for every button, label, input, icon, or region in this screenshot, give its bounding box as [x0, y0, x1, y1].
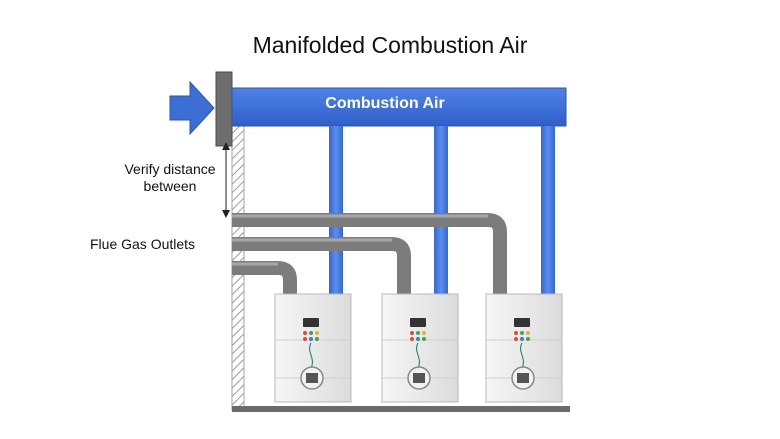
- flue-pipe-2: [232, 237, 411, 296]
- verify-distance-label: Verify distance between: [120, 161, 220, 195]
- water-heater-unit-1: [274, 293, 352, 403]
- page-title: Manifolded Combustion Air: [252, 32, 528, 58]
- verify-distance-line-1: Verify distance: [124, 161, 216, 177]
- control-display: [514, 318, 530, 327]
- control-display: [303, 318, 319, 327]
- floor: [232, 406, 570, 412]
- combustion-air-label: Combustion Air: [325, 95, 445, 112]
- air-drop-pipe-2: [434, 126, 448, 298]
- flue-gas-outlets-label: Flue Gas Outlets: [90, 236, 196, 252]
- control-display: [410, 318, 426, 327]
- combustion-air-duct: [231, 87, 567, 127]
- flue-pipe-1: [232, 213, 507, 296]
- water-heater-unit-2: [381, 293, 459, 403]
- intake-terminal: [215, 71, 233, 147]
- flue-pipe-3: [232, 261, 297, 296]
- verify-distance-line-2: between: [143, 178, 197, 194]
- air-drop-pipe-3: [541, 126, 555, 298]
- air-drop-pipe-1: [329, 126, 343, 298]
- verify-distance-dimension: [222, 142, 230, 218]
- water-heater-unit-3: [485, 293, 563, 403]
- air-inflow-arrow-icon: [169, 80, 215, 136]
